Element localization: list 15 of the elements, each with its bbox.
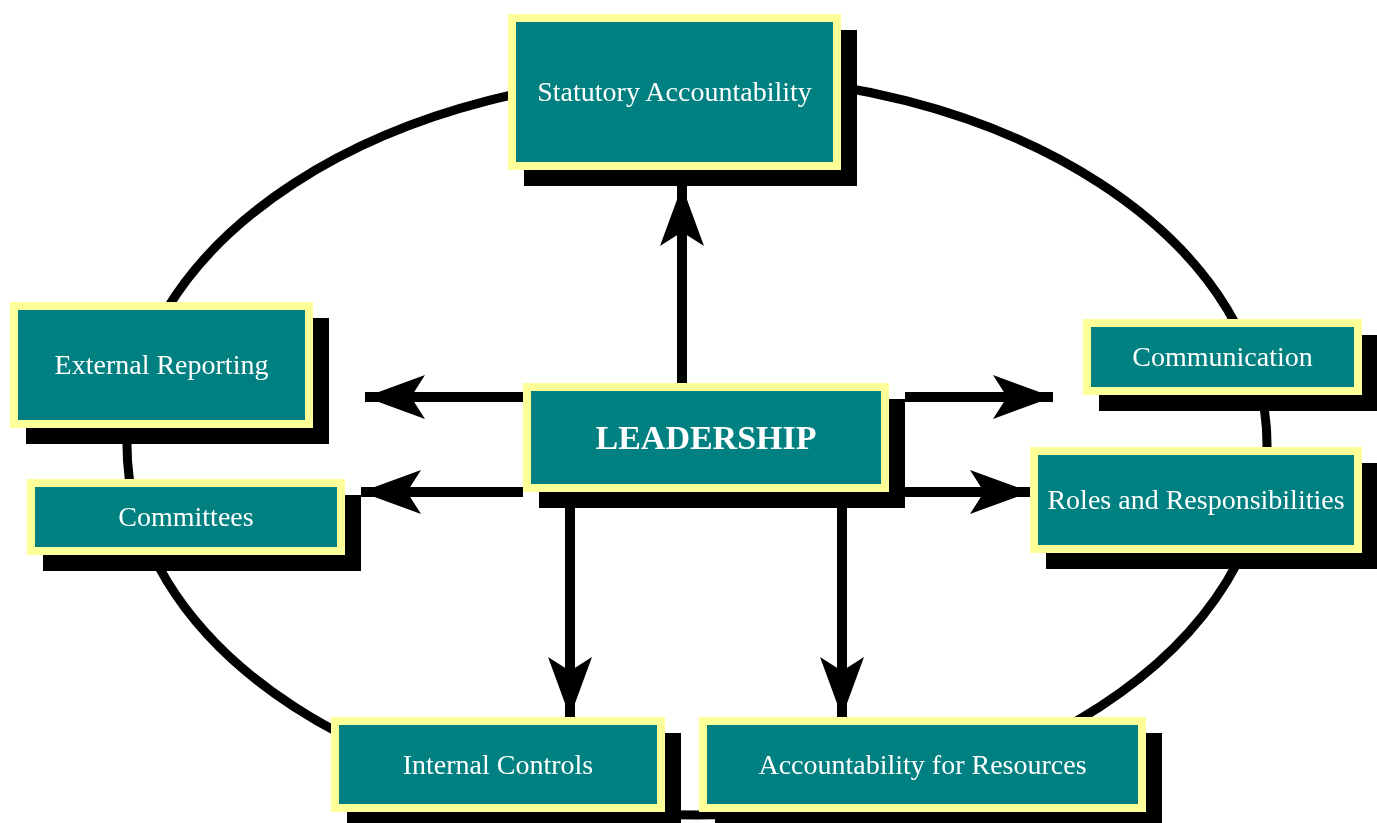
arrow: [820, 508, 864, 717]
box-label: Committees: [118, 500, 254, 535]
arrow: [905, 375, 1053, 419]
box-label: Statutory Accountability: [537, 75, 812, 110]
arrow: [660, 186, 704, 383]
arrow: [905, 470, 1030, 514]
box-label: Roles and Responsibilities: [1047, 483, 1345, 518]
box-label: Communication: [1132, 340, 1313, 375]
box-label: Internal Controls: [402, 747, 594, 782]
arrow: [361, 470, 523, 514]
box-label: Accountability for Resources: [758, 747, 1087, 782]
arrow: [548, 508, 592, 717]
box-label: LEADERSHIP: [595, 417, 817, 458]
box-label: External Reporting: [54, 348, 269, 383]
arrow: [365, 375, 523, 419]
